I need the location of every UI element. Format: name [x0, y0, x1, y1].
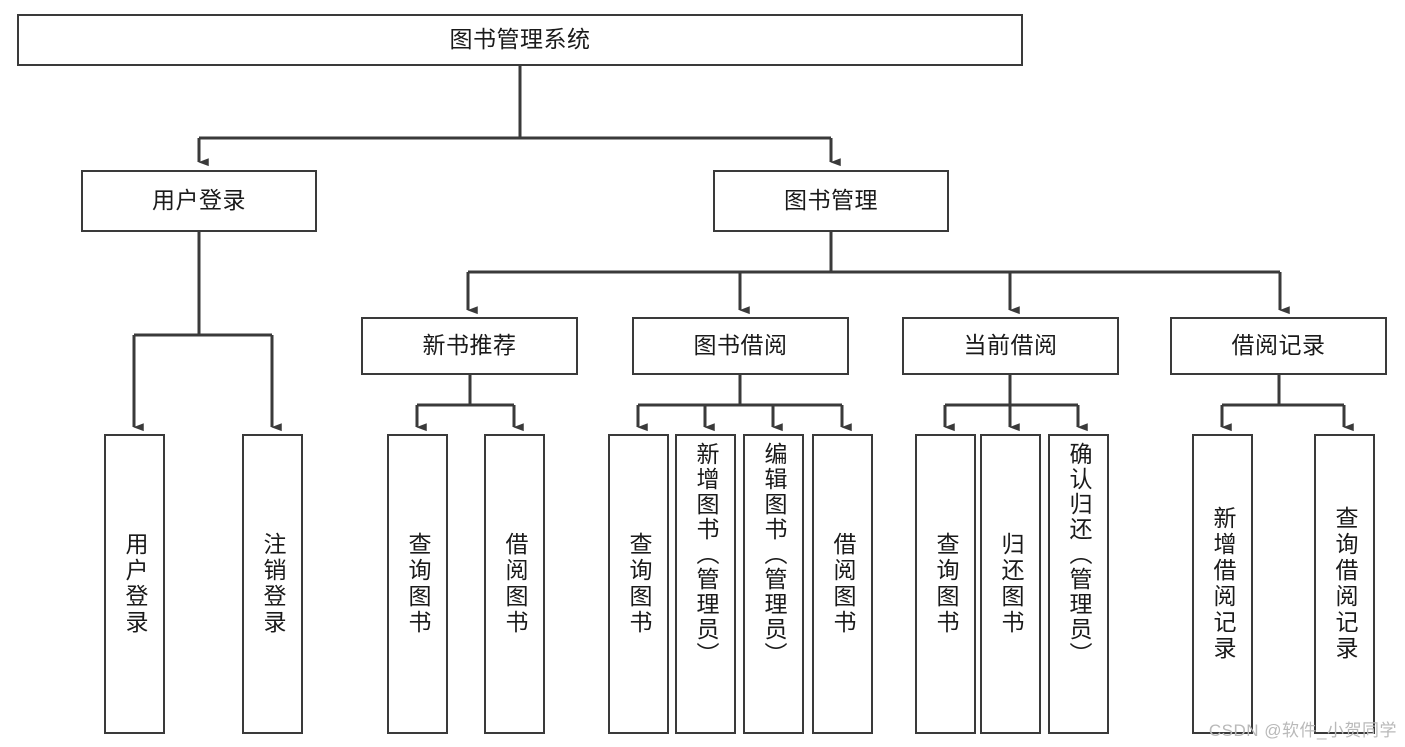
leaf-edit-book-label: 编辑图书（管理员） [761, 442, 787, 667]
leaf-add-record-label: 新增借阅记录 [1210, 506, 1236, 662]
leaf-query-book-2[interactable]: 查询图书 [608, 434, 669, 734]
leaf-return-book-label: 归还图书 [998, 532, 1024, 636]
leaf-add-book[interactable]: 新增图书（管理员） [675, 434, 736, 734]
watermark: CSDN @软件_小贺同学 [1208, 721, 1397, 740]
node-book-borrow-label: 图书借阅 [693, 332, 788, 359]
leaf-user-login-label: 用户登录 [122, 532, 148, 636]
node-new-book-rec[interactable]: 新书推荐 [361, 317, 578, 375]
leaf-logout-label: 注销登录 [260, 532, 286, 636]
leaf-confirm-return-label: 确认归还（管理员） [1066, 442, 1092, 667]
leaf-add-record[interactable]: 新增借阅记录 [1192, 434, 1253, 734]
node-borrow-record-label: 借阅记录 [1231, 332, 1326, 359]
leaf-borrow-book-2[interactable]: 借阅图书 [812, 434, 873, 734]
node-root-label: 图书管理系统 [449, 26, 591, 53]
leaf-query-book-3[interactable]: 查询图书 [915, 434, 976, 734]
leaf-query-record-label: 查询借阅记录 [1332, 506, 1358, 662]
leaf-edit-book[interactable]: 编辑图书（管理员） [743, 434, 804, 734]
leaf-confirm-return[interactable]: 确认归还（管理员） [1048, 434, 1109, 734]
node-borrow-record[interactable]: 借阅记录 [1170, 317, 1387, 375]
node-current-borrow-label: 当前借阅 [963, 332, 1058, 359]
node-book-borrow[interactable]: 图书借阅 [632, 317, 849, 375]
node-user-login-label: 用户登录 [152, 187, 246, 214]
node-user-login[interactable]: 用户登录 [81, 170, 317, 232]
leaf-query-book-1-label: 查询图书 [405, 532, 431, 636]
node-book-manage[interactable]: 图书管理 [713, 170, 949, 232]
node-current-borrow[interactable]: 当前借阅 [902, 317, 1119, 375]
leaf-borrow-book-1[interactable]: 借阅图书 [484, 434, 545, 734]
leaf-query-record[interactable]: 查询借阅记录 [1314, 434, 1375, 734]
leaf-user-login[interactable]: 用户登录 [104, 434, 165, 734]
leaf-query-book-3-label: 查询图书 [933, 532, 959, 636]
node-new-book-rec-label: 新书推荐 [422, 332, 517, 359]
node-root[interactable]: 图书管理系统 [17, 14, 1023, 66]
leaf-return-book[interactable]: 归还图书 [980, 434, 1041, 734]
leaf-add-book-label: 新增图书（管理员） [693, 442, 719, 667]
leaf-query-book-2-label: 查询图书 [626, 532, 652, 636]
leaf-borrow-book-1-label: 借阅图书 [502, 532, 528, 636]
leaf-logout[interactable]: 注销登录 [242, 434, 303, 734]
node-book-manage-label: 图书管理 [784, 187, 878, 214]
leaf-borrow-book-2-label: 借阅图书 [830, 532, 856, 636]
leaf-query-book-1[interactable]: 查询图书 [387, 434, 448, 734]
